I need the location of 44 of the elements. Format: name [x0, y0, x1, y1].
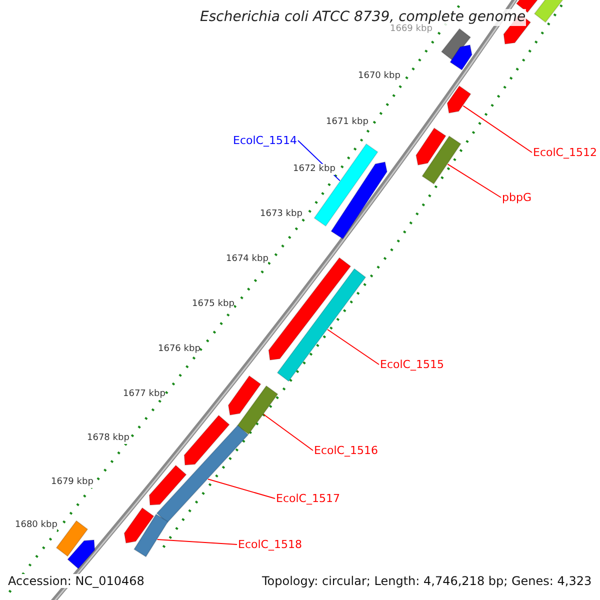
leader-line: [156, 539, 238, 545]
leader-line: [462, 105, 532, 153]
gene-feature: [133, 514, 169, 558]
gene-feature: [314, 143, 378, 227]
leader-line: [327, 329, 380, 365]
gene-label: EcolC_1512: [533, 146, 597, 160]
genome-stats: Topology: circular; Length: 4,746,218 bp; Genes: 4,323: [262, 574, 592, 588]
scale-label: 1670 kbp: [358, 71, 400, 82]
scale-label: 1678 kbp: [87, 433, 130, 444]
leader-line: [208, 478, 276, 499]
gene-feature: [156, 424, 249, 524]
gene-feature: [124, 507, 154, 544]
scale-label: 1673 kbp: [260, 209, 302, 220]
gene-feature: [450, 44, 472, 71]
scale-label: 1680 kbp: [15, 520, 58, 531]
scale-label: 1674 kbp: [226, 254, 268, 265]
gene-feature: [228, 375, 262, 416]
leader-line: [263, 414, 314, 451]
scale-label: 1676 kbp: [158, 344, 200, 355]
gene-label: EcolC_1516: [314, 444, 378, 458]
scale-label: 1669 kbp: [390, 24, 432, 35]
gene-label: EcolC_1518: [238, 538, 302, 552]
gene-label: EcolC_1517: [276, 492, 340, 506]
gene-feature: [422, 135, 462, 185]
gene-feature: [446, 85, 472, 114]
scale-label: 1679 kbp: [51, 477, 94, 488]
gene-label: EcolC_1515: [380, 358, 444, 372]
gene-feature: [184, 414, 230, 466]
gene-feature: [440, 28, 472, 61]
gene-feature: [236, 385, 278, 435]
scale-label: 1672 kbp: [293, 164, 336, 175]
gene-label: pbpG: [502, 191, 532, 204]
accession-label: Accession: NC_010468: [8, 574, 144, 588]
scale-label: 1671 kbp: [326, 117, 368, 128]
gene-feature: [67, 539, 96, 570]
gene-feature: [416, 127, 446, 166]
gene-feature: [268, 257, 352, 361]
gene-feature: [148, 464, 187, 506]
gene-feature: [276, 268, 366, 382]
scale-label: 1675 kbp: [192, 299, 234, 310]
gene-label: EcolC_1514: [233, 134, 297, 148]
scale-label: 1677 kbp: [123, 389, 166, 400]
gene-feature: [56, 520, 88, 557]
leader-line: [447, 164, 502, 198]
